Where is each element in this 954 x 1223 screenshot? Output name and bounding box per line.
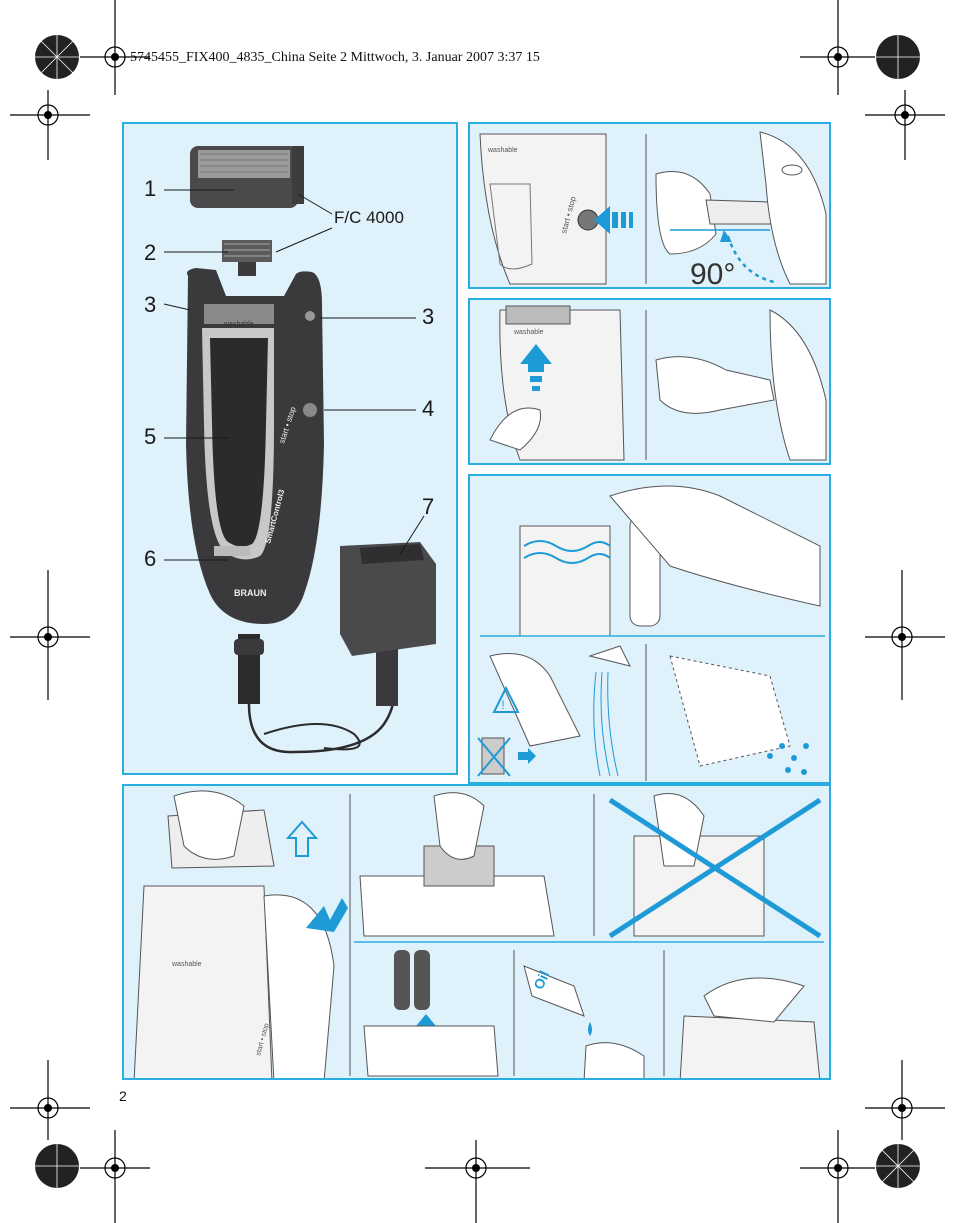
shaver-illustration: start • stop SmartControl3 BRAUN washabl… — [163, 146, 436, 754]
panel-maintenance: washable start • stop Oil — [122, 784, 831, 1080]
cutter-right — [414, 950, 430, 1010]
oil-drop — [588, 1022, 592, 1036]
shaver-head — [519, 525, 611, 637]
part-number-label: F/C 4000 — [334, 208, 404, 227]
tap — [588, 645, 631, 667]
panel-trimmer: washable — [468, 298, 831, 465]
oil-tube — [523, 965, 585, 1017]
lift-arrow — [285, 820, 319, 857]
cross-line-b — [608, 797, 822, 939]
panel-cleaning: ! — [468, 474, 831, 784]
fingers — [173, 790, 245, 860]
slide-up-arrow — [520, 344, 552, 364]
trimmer-head — [505, 305, 571, 325]
shaver-body — [133, 885, 273, 1078]
power-adapter — [340, 542, 436, 656]
washable-label: washable — [223, 321, 254, 328]
washable-label: washable — [171, 961, 202, 968]
insert-arrow — [416, 1014, 436, 1026]
sideburn-face — [769, 309, 827, 461]
callout-3-left: 3 — [144, 292, 157, 317]
switch-button — [303, 403, 317, 417]
callout-3-right: 3 — [422, 304, 435, 329]
washable-label: washable — [487, 147, 518, 154]
brush-hand — [433, 792, 485, 860]
page-number: 2 — [119, 1088, 127, 1104]
angle-label: 90° — [690, 258, 736, 289]
hand — [655, 356, 775, 414]
foam — [523, 540, 611, 552]
shaver-side — [705, 199, 775, 225]
cutter-block — [222, 240, 272, 262]
washable-label: washable — [513, 329, 544, 336]
face — [759, 131, 827, 285]
warning-icon — [492, 685, 520, 713]
callout-2: 2 — [144, 240, 157, 265]
cutter-left — [394, 950, 410, 1010]
print-info: 5745455_FIX400_4835_China Seite 2 Mittwo… — [130, 50, 540, 65]
callout-1: 1 — [144, 176, 157, 201]
charge-light — [214, 546, 250, 556]
overview-panel: start • stop SmartControl3 BRAUN washabl… — [122, 122, 458, 775]
callout-7: 7 — [422, 494, 435, 519]
press-arrows — [306, 898, 348, 932]
svg-text:!: ! — [501, 698, 504, 712]
finger-oiling — [703, 977, 805, 1023]
cord — [247, 663, 396, 754]
shaver-front — [479, 133, 607, 285]
adapter-cable — [376, 636, 398, 706]
press-arrow — [594, 206, 610, 234]
shaver-grip — [210, 338, 268, 547]
shaking-shaver — [669, 655, 791, 767]
callout-4: 4 — [422, 396, 435, 421]
hand — [655, 171, 717, 255]
foil-oiling — [679, 1015, 821, 1078]
long-hair-trimmer-knob — [305, 311, 315, 321]
callout-5: 5 — [144, 424, 157, 449]
shaver-rinse — [489, 653, 581, 747]
fingertip — [583, 1042, 645, 1078]
callout-6: 6 — [144, 546, 157, 571]
brand-logo: BRAUN — [234, 588, 267, 598]
thumb — [489, 407, 542, 451]
hand-pump — [609, 485, 821, 607]
panel-switch-on: washable start • stop 90° — [468, 122, 831, 289]
angle-arc — [726, 235, 775, 284]
